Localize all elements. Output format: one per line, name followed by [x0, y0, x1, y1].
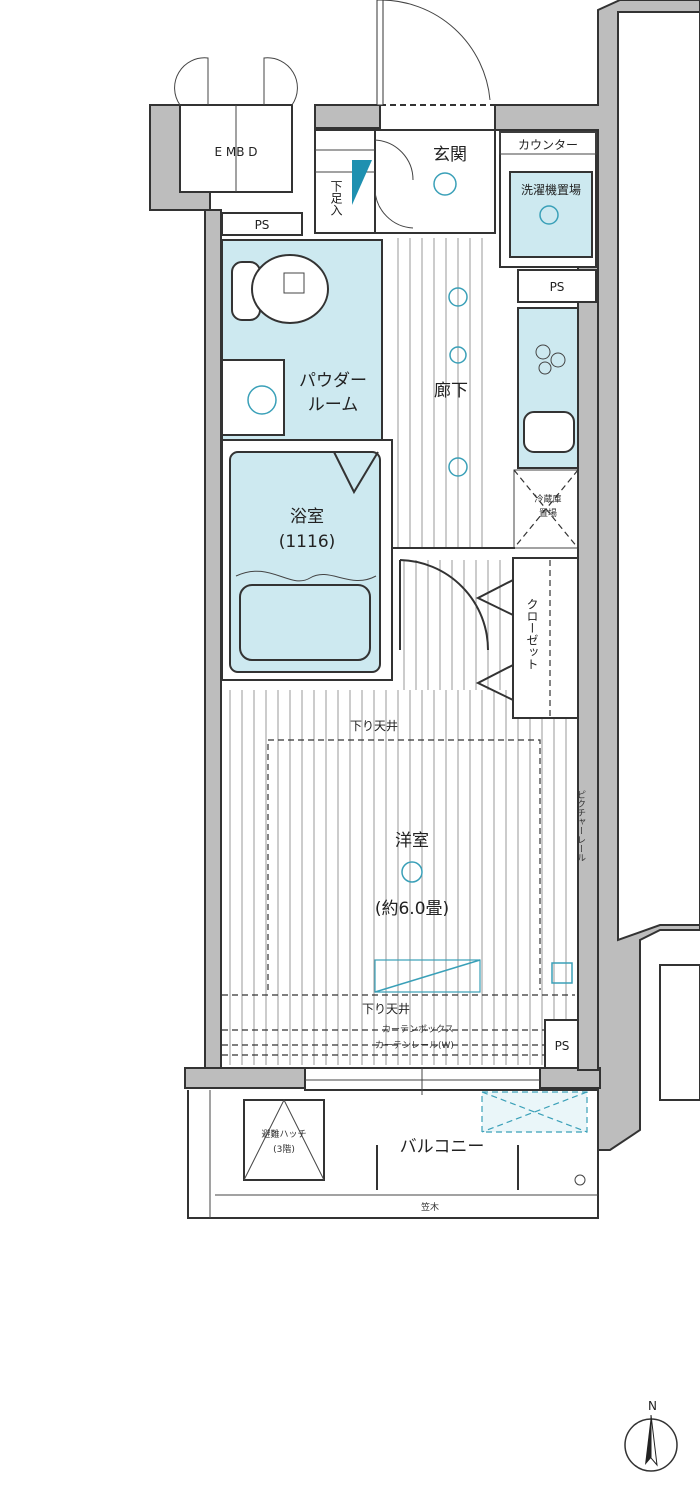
entrance-door[interactable] [376, 0, 495, 106]
lowered-ceiling-label-2: 下り天井 [362, 1002, 410, 1016]
laundry-area: カウンター 洗濯機置場 [499, 131, 597, 268]
ps-label: PS [555, 1039, 570, 1053]
western-room: 下り天井 洋室 (約6.0畳) 下り天井 カーテンボックス カーテンレール(W)… [222, 719, 586, 1056]
floor-boards [229, 238, 567, 1065]
genkan-label: 玄関 [433, 145, 467, 165]
north-label: N [648, 1399, 657, 1413]
bath-size-label: (1116) [279, 532, 336, 552]
handrail-label: 笠木 [421, 1201, 439, 1213]
balcony-window[interactable] [304, 1067, 541, 1095]
shoe-cabinet-label: 下足入 [329, 180, 343, 216]
powder-room: パウダー ルーム [221, 239, 383, 441]
lowered-ceiling-label: 下り天井 [350, 719, 398, 733]
genkan: 下足入 玄関 [314, 129, 496, 234]
fridge-label-1: 冷蔵庫 [534, 493, 561, 505]
curtain-rail-label: カーテンレール(W) [375, 1040, 454, 1051]
pipe-spaces: PS PS PS [221, 212, 597, 1069]
laundry-label: 洗濯機置場 [521, 182, 581, 197]
emb-label: E MB D [214, 145, 257, 159]
balcony: 避難ハッチ (3階) バルコニー 笠木 [187, 1089, 599, 1219]
emb-closet: E MB D [174, 57, 298, 193]
fridge-label-2: 置場 [539, 507, 557, 519]
bathroom: 浴室 (1116) [221, 439, 393, 681]
ps-label: PS [550, 280, 565, 294]
corridor-label: 廊下 [434, 381, 468, 401]
room-size-label: (約6.0畳) [375, 899, 449, 919]
counter-label: カウンター [518, 138, 578, 152]
room-door[interactable] [392, 547, 515, 651]
north-arrow-icon: N [624, 1399, 678, 1472]
downlight-icon [448, 287, 468, 307]
hatch-label: 避難ハッチ [261, 1128, 306, 1140]
downlight-icon [448, 457, 468, 477]
bath-label: 浴室 [290, 507, 324, 527]
downlight-icon [433, 172, 457, 196]
kitchen: 冷蔵庫 置場 [513, 307, 579, 549]
western-room-label: 洋室 [395, 831, 429, 851]
smoke-detector-icon [449, 346, 467, 364]
powder-room-label-1: パウダー [299, 371, 367, 391]
hatch-floor-label: (3階) [273, 1144, 295, 1155]
picture-rail-label: ピクチャーレール [575, 790, 586, 862]
closet-label: クローゼット [525, 598, 539, 670]
curtain-box-label: カーテンボックス [382, 1024, 454, 1035]
ceiling-light-icon [401, 861, 423, 883]
powder-room-label-2: ルーム [308, 395, 359, 415]
walls [149, 0, 700, 1151]
ps-label: PS [255, 218, 270, 232]
closet[interactable]: クローゼット [475, 557, 579, 719]
downlight-icon [539, 205, 559, 225]
balcony-label: バルコニー [400, 1137, 485, 1157]
